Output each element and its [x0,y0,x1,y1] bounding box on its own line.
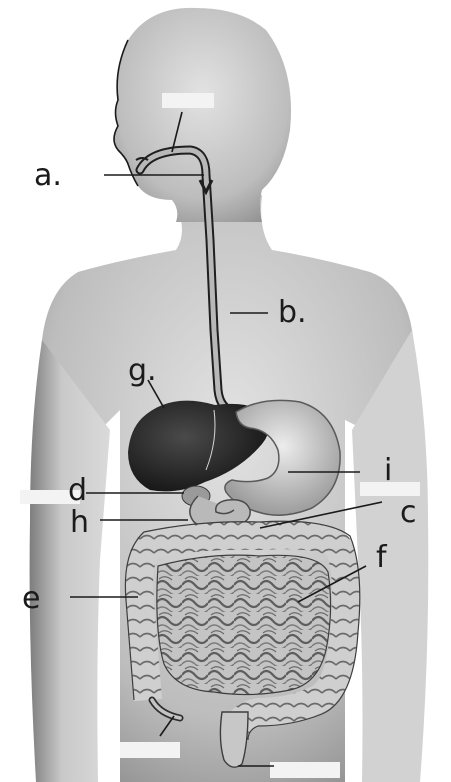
label-h: h [70,505,89,540]
rectum [220,712,248,767]
label-i: i [384,453,392,488]
label-blank-bottom-left [120,742,180,758]
label-a: a. [34,158,62,193]
label-e: e [22,581,40,616]
label-d: d [68,473,87,508]
label-f: f [376,540,388,575]
label-blank-bottom-right [270,762,340,778]
label-b: b. [278,295,307,330]
label-g: g. [128,353,157,388]
label-c: c [400,495,417,530]
small-intestine [157,555,331,694]
label-blank-top [162,93,214,108]
